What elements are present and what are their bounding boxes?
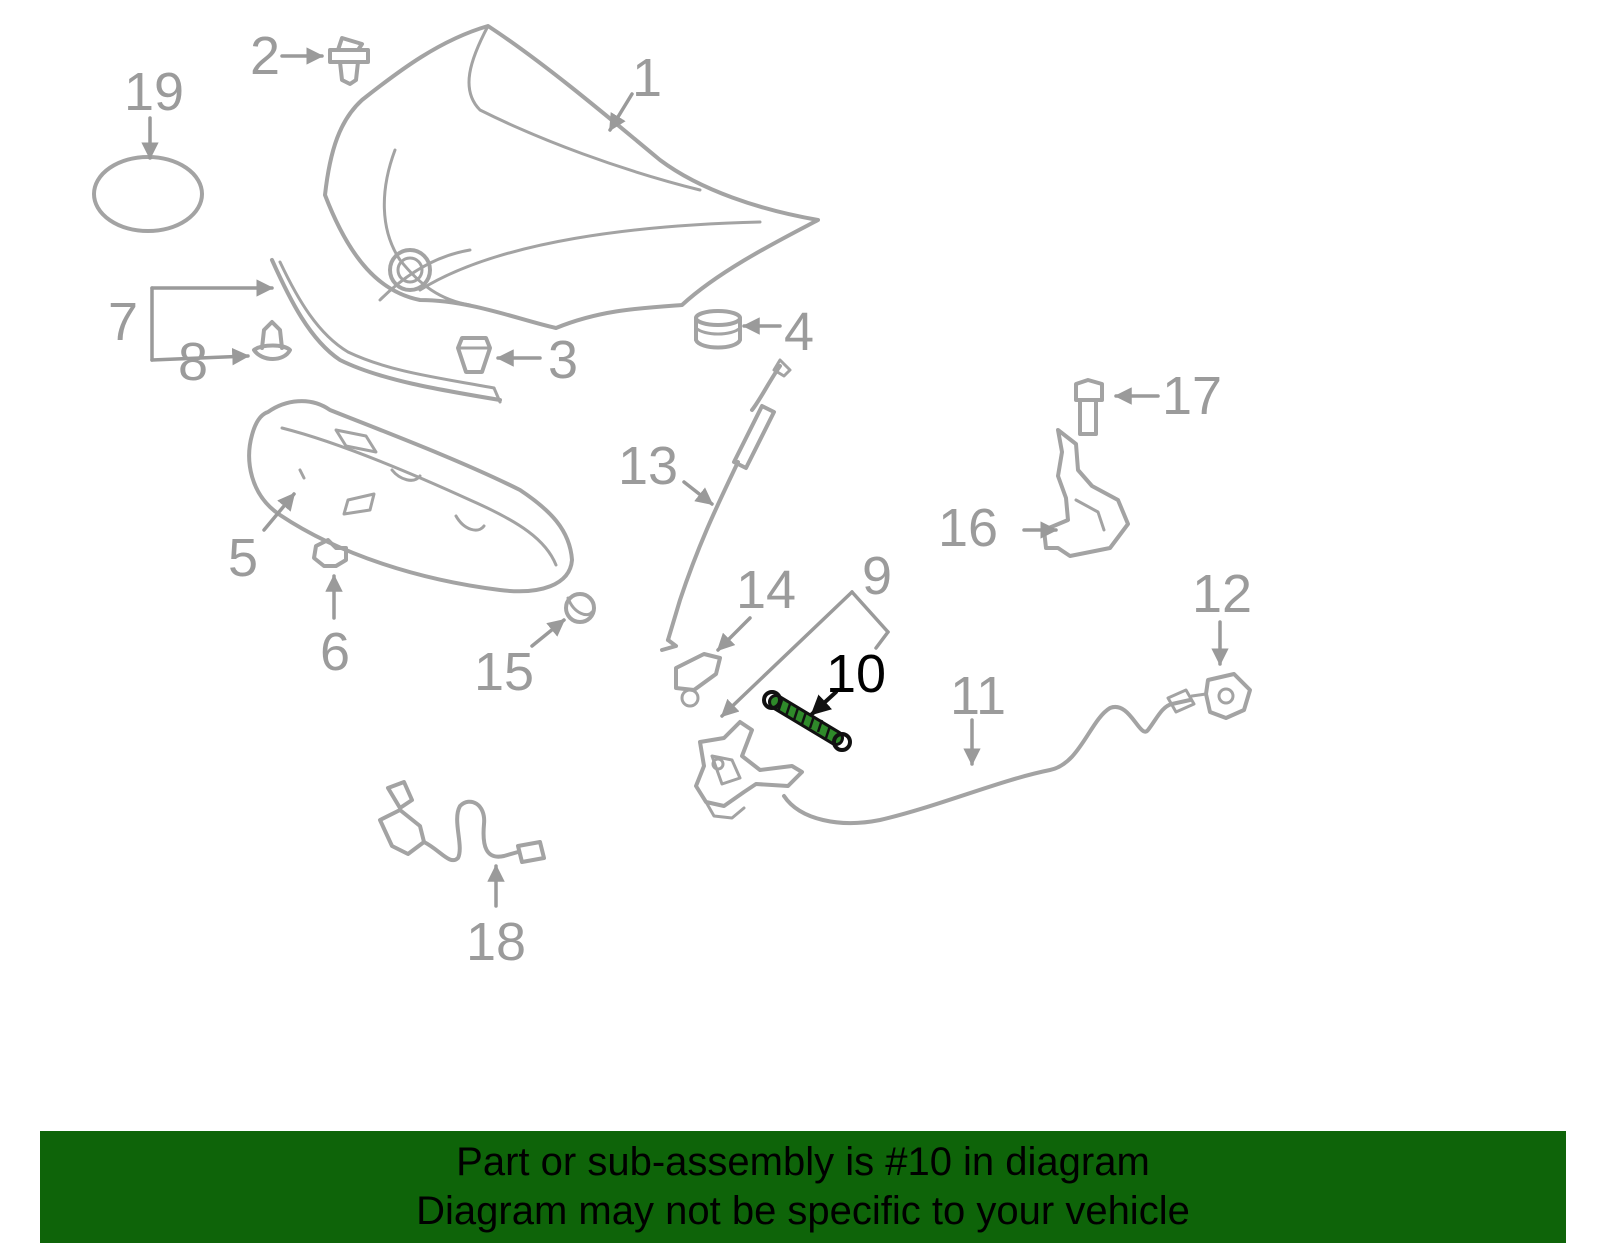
- callout-3: 3: [548, 330, 578, 390]
- callout-1: 1: [632, 48, 662, 108]
- part-6-retainer: [312, 538, 348, 620]
- part-15-grommet: [530, 592, 596, 648]
- callout-11: 11: [950, 666, 1006, 726]
- part-9-latch: [694, 720, 804, 820]
- callout-8: 8: [178, 332, 208, 392]
- callout-13: 13: [618, 436, 678, 496]
- part-13-support-rod: [660, 358, 792, 652]
- part-8-pin: [252, 320, 292, 361]
- callout-10: 10: [826, 644, 886, 704]
- part-14-rod-holder: [674, 616, 752, 708]
- banner-line-1: Part or sub-assembly is #10 in diagram: [456, 1140, 1150, 1184]
- callout-17: 17: [1162, 366, 1222, 426]
- part-19-seal-ring: [92, 116, 204, 233]
- part-10-spring: [762, 690, 852, 752]
- callout-4: 4: [784, 302, 814, 362]
- part-11-release-cable: [782, 688, 1196, 825]
- bracket-9: [720, 590, 890, 718]
- part-1-hood: [323, 24, 820, 330]
- parts-diagram: 19 2 1 7 8 3: [92, 24, 1252, 972]
- part-5-insulator: [247, 399, 574, 594]
- info-banner: Part or sub-assembly is #10 in diagram D…: [40, 1131, 1566, 1243]
- banner-line-2: Diagram may not be specific to your vehi…: [416, 1189, 1190, 1233]
- callout-16: 16: [938, 498, 998, 558]
- callout-5: 5: [228, 528, 258, 588]
- part-7-weatherstrip: [270, 258, 502, 404]
- callout-15: 15: [474, 642, 534, 702]
- part-4-cushion: [694, 309, 782, 350]
- part-16-hinge: [1022, 428, 1130, 558]
- bracket-7-8: [150, 279, 274, 366]
- callout-14: 14: [736, 560, 796, 620]
- callout-2: 2: [250, 26, 280, 86]
- part-17-bolt: [1074, 378, 1160, 436]
- callout-18: 18: [466, 912, 526, 972]
- callout-9: 9: [862, 546, 892, 606]
- part-2-clip: [280, 36, 370, 86]
- part-18-harness: [378, 780, 546, 908]
- part-3-bumper: [456, 336, 542, 374]
- callout-19: 19: [124, 62, 184, 122]
- callout-6: 6: [320, 622, 350, 682]
- part-12-release-handle: [1190, 620, 1252, 720]
- callout-12: 12: [1192, 564, 1252, 624]
- callout-7: 7: [108, 292, 138, 352]
